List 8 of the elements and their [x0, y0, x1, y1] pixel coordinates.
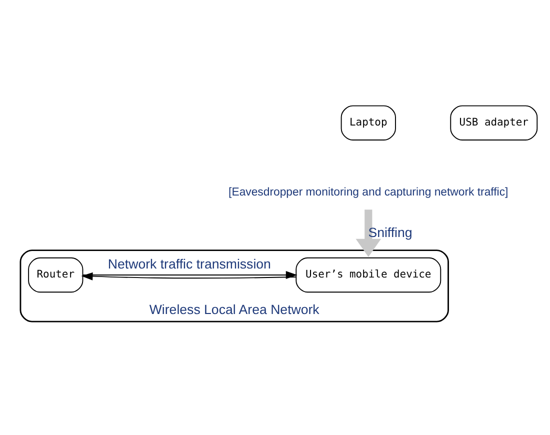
node-box: Router [28, 257, 84, 293]
arrow [356, 210, 382, 257]
edge-label: Sniffing [368, 225, 412, 240]
node-box: USB adapter [450, 105, 538, 140]
node-text: [Eavesdropper monitoring and capturing network traffic] [228, 186, 508, 198]
node-box: Laptop [340, 105, 396, 140]
edge-label: Network traffic transmission [108, 256, 271, 272]
node-box: User’s mobile device [296, 257, 442, 293]
